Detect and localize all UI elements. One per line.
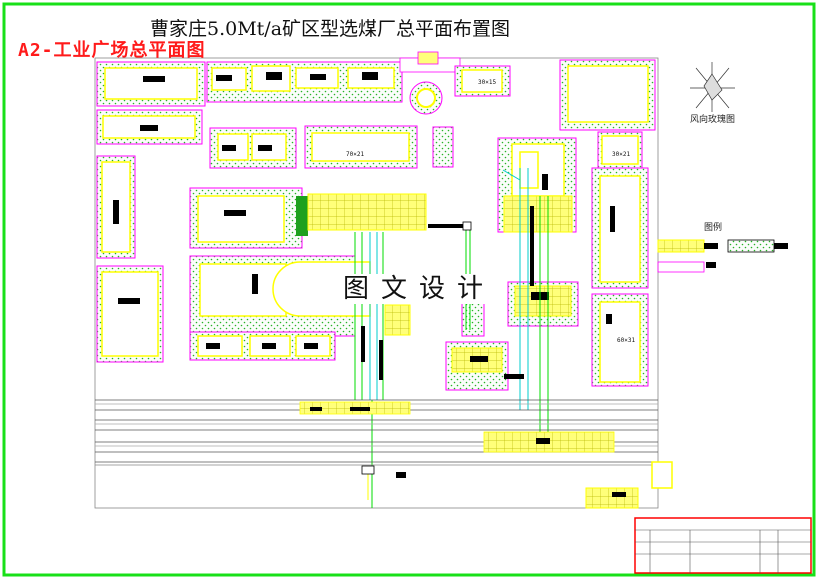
site-boundary — [94, 57, 659, 509]
wind-rose-label: 风向玫瑰图 — [690, 115, 736, 125]
building-dimension-label: 70×21 — [346, 151, 365, 158]
conveyor-lines — [354, 168, 549, 508]
preparation-plant — [445, 137, 579, 391]
legend-label: 图例 — [704, 223, 723, 233]
drawing-title: 曹家庄5.0Mt/a矿区型选煤厂总平面布置图 — [150, 18, 511, 40]
building-dimension-label: 60×31 — [617, 337, 636, 344]
drawing-subtitle: A2-工业广场总平面图 — [18, 40, 206, 61]
left-column-buildings — [96, 155, 164, 363]
title-block — [634, 517, 812, 574]
legend-box — [657, 239, 788, 273]
main-plant-building — [559, 59, 656, 169]
building-dimension-label: 30×21 — [612, 151, 631, 158]
wind-rose-icon — [690, 62, 735, 112]
central-area — [189, 187, 427, 361]
watermark-text: 图文设计 — [337, 274, 502, 304]
workshop-group — [96, 109, 454, 169]
bottom-area — [95, 461, 673, 509]
building-dimension-label: 30×15 — [478, 79, 497, 86]
railway-tracks — [95, 399, 658, 463]
right-column-buildings — [591, 167, 649, 387]
office-block-group — [96, 61, 403, 107]
gate-area — [399, 51, 511, 115]
